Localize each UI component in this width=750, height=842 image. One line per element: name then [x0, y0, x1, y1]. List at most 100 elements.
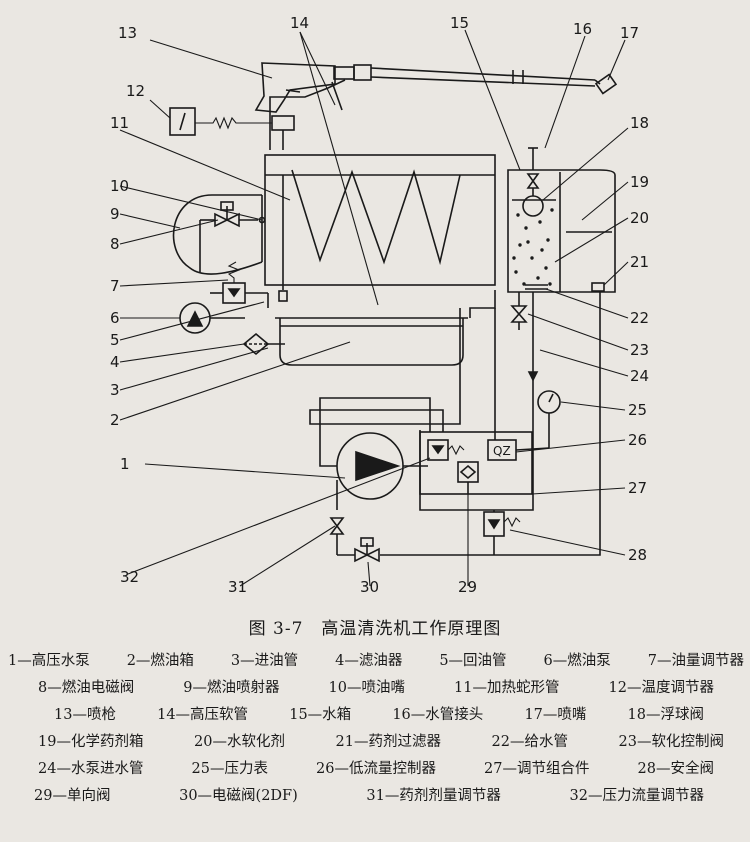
callout-13: 13: [118, 24, 137, 42]
water-pipe-connector: [526, 147, 540, 196]
callout-27: 27: [628, 479, 647, 497]
legend-item: 15—水箱: [289, 707, 352, 723]
legend-item: 24—水泵进水管: [38, 761, 144, 777]
legend-item: 9—燃油喷射器: [183, 680, 280, 696]
high-pressure-hose: [269, 79, 346, 150]
heating-coil: [264, 154, 496, 290]
legend-item: 22—给水管: [491, 734, 568, 750]
regulating-assembly: [309, 308, 533, 495]
solenoid-valve-2df: [337, 537, 380, 563]
safety-valve: [483, 510, 521, 555]
callout-18: 18: [630, 114, 649, 132]
legend-item: 11—加热蛇形管: [454, 680, 560, 696]
legend-item: 8—燃油电磁阀: [38, 680, 135, 696]
legend-item: 25—压力表: [191, 761, 268, 777]
legend-item: 20—水软化剂: [194, 734, 285, 750]
legend-item: 32—压力流量调节器: [569, 788, 704, 804]
float-ball-valve: [522, 195, 544, 217]
fuel-injector: [172, 194, 263, 275]
legend-row: 29—单向阀 30—电磁阀(2DF) 31—药剂剂量调节器 32—压力流量调节器: [8, 783, 744, 810]
leader-lines: [119, 29, 629, 587]
callout-16: 16: [573, 20, 592, 38]
nozzle: [594, 73, 618, 95]
callout-32: 32: [120, 568, 139, 586]
fuel-tank: [275, 317, 468, 366]
water-softener-dots: [512, 208, 554, 286]
legend-item: 26—低流量控制器: [316, 761, 436, 777]
callout-numbers: 13 12 11 10 9 8 7 6 5 4 3 2 1 32 31 30 2…: [110, 14, 649, 596]
callout-21: 21: [630, 253, 649, 271]
softener-control-valve: [510, 292, 539, 382]
legend-row: 13—喷枪 14—高压软管 15—水箱 16—水管接头 17—喷嘴 18—浮球阀: [8, 702, 744, 729]
legend-item: 19—化学药剂箱: [38, 734, 144, 750]
figure-title: 高温清洗机工作原理图: [321, 619, 502, 639]
callout-5: 5: [110, 331, 120, 349]
callout-26: 26: [628, 431, 647, 449]
callout-2: 2: [110, 411, 120, 429]
legend-item: 2—燃油箱: [126, 653, 194, 669]
callout-1: 1: [120, 455, 130, 473]
legend-item: 12—温度调节器: [608, 680, 714, 696]
figure-caption: 图 3-7 高温清洗机工作原理图: [0, 614, 750, 639]
legend-item: 10—喷油嘴: [328, 680, 405, 696]
legend-item: 3—进油管: [230, 653, 299, 669]
legend-row: 1—高压水泵 2—燃油箱 3—进油管 4—滤油器 5—回油管 6—燃油泵 7—油…: [8, 648, 744, 675]
legend-item: 17—喷嘴: [524, 707, 587, 723]
legend-item: 18—浮球阀: [627, 707, 704, 723]
qz-label: QZ: [493, 444, 511, 458]
pressure-gauge: [537, 390, 561, 448]
legend-item: 16—水管接头: [392, 707, 484, 723]
legend-item: 27—调节组合件: [484, 761, 590, 777]
legend-item: 13—喷枪: [54, 707, 116, 723]
callout-25: 25: [628, 401, 647, 419]
callout-3: 3: [110, 381, 120, 399]
callout-19: 19: [630, 173, 649, 191]
callout-20: 20: [630, 209, 649, 227]
callout-11: 11: [110, 114, 129, 132]
callout-31: 31: [228, 578, 247, 596]
callout-23: 23: [630, 341, 649, 359]
callout-12: 12: [126, 82, 145, 100]
fuel-solenoid-valve: [199, 201, 266, 272]
chemical-dosage-regulator: [329, 480, 345, 555]
legend-item: 1—高压水泵: [8, 653, 90, 669]
legend-item: 5—回油管: [439, 653, 507, 669]
callout-15: 15: [450, 14, 469, 32]
legend-item: 21—药剂过滤器: [335, 734, 441, 750]
legend-item: 14—高压软管: [157, 707, 249, 723]
callout-10: 10: [110, 177, 129, 195]
callout-29: 29: [458, 578, 477, 596]
legend-item: 31—药剂剂量调节器: [366, 788, 501, 804]
callout-6: 6: [110, 309, 120, 327]
callout-24: 24: [630, 367, 649, 385]
spray-gun: [254, 62, 336, 113]
callout-9: 9: [110, 205, 120, 223]
legend-item: 28—安全阀: [637, 761, 714, 777]
water-tank: [507, 169, 616, 293]
high-pressure-pump: [319, 397, 431, 500]
legend-item: 7—油量调节器: [647, 653, 744, 669]
legend-item: 6—燃油泵: [543, 653, 611, 669]
spray-lance: [333, 64, 601, 87]
schematic-diagram: QZ: [110, 14, 649, 596]
oil-filter: [242, 332, 285, 356]
legend-item: 23—软化控制阀: [618, 734, 724, 750]
pressure-flow-regulator: [427, 439, 465, 461]
legend-row: 24—水泵进水管 25—压力表 26—低流量控制器 27—调节组合件 28—安全…: [8, 756, 744, 783]
check-valve: [457, 461, 479, 494]
callout-7: 7: [110, 277, 120, 295]
callout-4: 4: [110, 353, 120, 371]
figure-number: 图 3-7: [248, 619, 304, 639]
legend-row: 8—燃油电磁阀 9—燃油喷射器 10—喷油嘴 11—加热蛇形管 12—温度调节器: [8, 675, 744, 702]
fuel-pump: [179, 302, 245, 334]
legend-item: 30—电磁阀(2DF): [179, 788, 298, 804]
legend-row: 19—化学药剂箱 20—水软化剂 21—药剂过滤器 22—给水管 23—软化控制…: [8, 729, 744, 756]
callout-28: 28: [628, 546, 647, 564]
low-flow-controller: QZ: [487, 439, 550, 461]
callout-8: 8: [110, 235, 120, 253]
legend-item: 4—滤油器: [335, 653, 403, 669]
callout-14: 14: [290, 14, 309, 32]
legend: 1—高压水泵 2—燃油箱 3—进油管 4—滤油器 5—回油管 6—燃油泵 7—油…: [8, 648, 744, 810]
callout-30: 30: [360, 578, 379, 596]
legend-item: 29—单向阀: [34, 788, 111, 804]
